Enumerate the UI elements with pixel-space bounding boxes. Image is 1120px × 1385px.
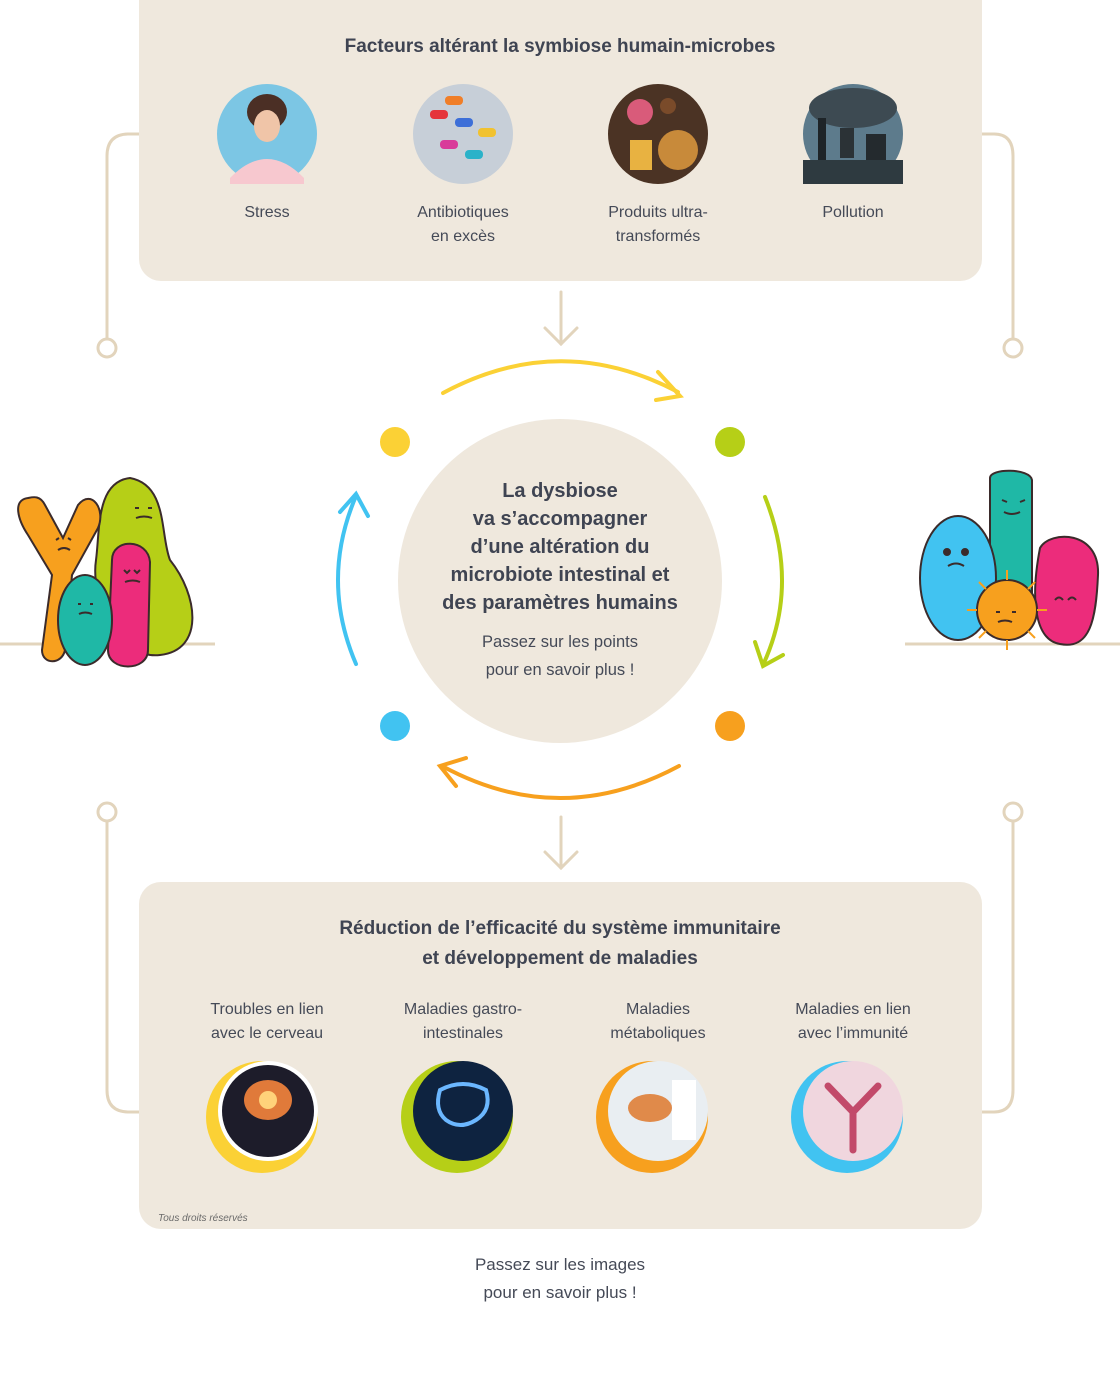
- sad-microbes-illustration: [919, 469, 1100, 650]
- bottom-title: Réduction de l’efficacité du système imm…: [0, 914, 1120, 974]
- cycle-arrow-orange-icon: [436, 756, 681, 800]
- center-hint: Passez sur les points pour en savoir plu…: [482, 633, 638, 679]
- copyright-note: Tous droits réservés: [158, 1213, 248, 1224]
- gut-image[interactable]: [401, 1061, 513, 1173]
- center-title: La dysbiose va s’accompagner d’une altér…: [442, 480, 678, 614]
- disease-label-metabolic: Maladies métaboliques: [610, 1001, 706, 1042]
- top-title: Facteurs altérant la symbiose humain-mic…: [344, 36, 776, 57]
- connector-ring-top-right: [1002, 337, 1024, 359]
- down-arrow-icon: [543, 815, 579, 871]
- bottom-title-line2: et développement de maladies: [422, 948, 698, 969]
- info-dot-green[interactable]: [715, 427, 745, 457]
- disease-label-gut: Maladies gastro- intestinales: [403, 1001, 523, 1042]
- stress-image[interactable]: [217, 84, 317, 184]
- center-circle: [398, 419, 722, 743]
- ultra-processed-food-image[interactable]: [608, 84, 708, 184]
- cycle-arrow-green-icon: [753, 495, 785, 669]
- cycle-arrow-yellow-icon: [441, 359, 684, 402]
- info-dot-blue[interactable]: [380, 711, 410, 741]
- cycle-arrow-blue-icon: [336, 490, 370, 666]
- info-dot-yellow[interactable]: [380, 427, 410, 457]
- connector-ring-bottom-left: [96, 801, 118, 823]
- bottom-title-line1: Réduction de l’efficacité du système imm…: [339, 918, 781, 939]
- down-arrow-icon: [543, 290, 579, 347]
- metabolic-image[interactable]: [596, 1061, 708, 1173]
- connector-ring-bottom-right: [1002, 801, 1024, 823]
- bottom-hint: Passez sur les images pour en savoir plu…: [474, 1255, 646, 1302]
- antibiotics-image[interactable]: [413, 84, 513, 184]
- info-dot-orange[interactable]: [715, 711, 745, 741]
- happy-microbes-illustration: [17, 476, 194, 668]
- disease-label-immunity: Maladies en lien avec l’immunité: [795, 1001, 911, 1042]
- connector-ring-top-left: [96, 337, 118, 359]
- factor-label-pollution: Pollution: [822, 204, 884, 221]
- pollution-image[interactable]: [803, 84, 903, 184]
- immunity-image[interactable]: [791, 1061, 903, 1173]
- factor-label-stress: Stress: [244, 204, 290, 221]
- disease-label-brain: Troubles en lien avec le cerveau: [210, 1001, 324, 1042]
- brain-image[interactable]: [206, 1061, 318, 1173]
- factor-label-processed: Produits ultra- transformés: [608, 204, 708, 245]
- factor-label-antibiotics: Antibiotiques en excès: [417, 204, 509, 245]
